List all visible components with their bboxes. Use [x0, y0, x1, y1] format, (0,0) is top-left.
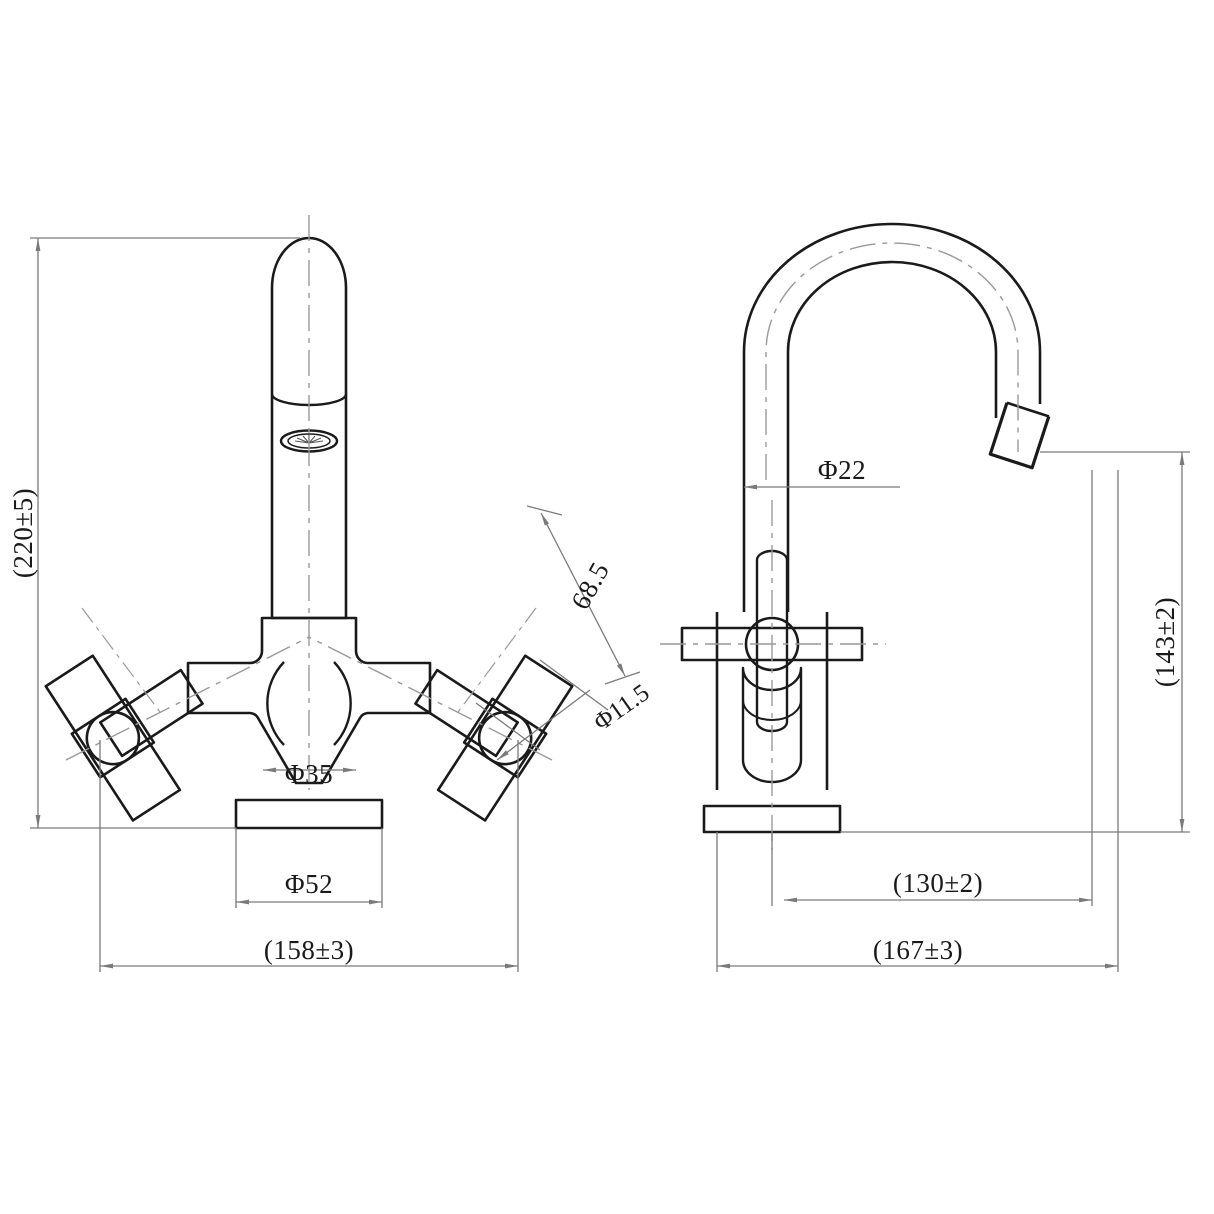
spout-column	[270, 236, 348, 620]
handle-left-cross-bar	[44, 654, 182, 822]
dim-line-685	[540, 512, 626, 677]
dimension-lines	[30, 237, 1190, 972]
handle-right-centerline	[308, 636, 553, 761]
handle-right-hub	[477, 710, 533, 766]
side-view-centerlines	[660, 242, 1019, 850]
spout-tip-band-line	[1006, 401, 1050, 418]
handle-hub-centerlines	[81, 607, 537, 713]
handle-left-hub-centerline	[81, 607, 161, 713]
valve-body-ring	[742, 699, 802, 721]
dim-label-spout-reach: (130±2)	[893, 868, 983, 898]
handle-left-stem	[98, 668, 204, 758]
ext-line-phi115-b	[539, 659, 609, 711]
handle-right-hub-centerline	[457, 607, 537, 713]
dim-line-phi115	[496, 689, 591, 761]
dim-label-overall-width-side: (167±3)	[873, 935, 963, 965]
handle-right-stem	[414, 668, 520, 758]
faucet-body	[186, 616, 432, 785]
dim-label-body-diameter: Φ35	[285, 759, 333, 789]
dim-label-spout-tube-diameter: Φ22	[818, 455, 866, 485]
handle-left-hub	[85, 710, 141, 766]
front-view-centerlines	[65, 215, 553, 790]
dim-label-overall-width-front: (158±3)	[264, 935, 354, 965]
ext-line-phi115-a	[475, 702, 541, 751]
ext-line-685-b	[604, 671, 641, 685]
spout-outer-curve	[742, 222, 1042, 612]
spout-arc-centerline	[765, 242, 1019, 480]
spout-tip	[988, 402, 1051, 470]
base-escutcheon	[234, 798, 384, 830]
front-view-body	[186, 616, 432, 830]
body-arc-left	[266, 661, 285, 746]
body-arc-right	[333, 661, 352, 746]
dim-label-base-diameter: Φ52	[285, 869, 333, 899]
dim-label-spout-height: (143±2)	[1150, 597, 1180, 687]
spout-inner-curve	[786, 260, 998, 612]
dim-label-overall-height: (220±5)	[8, 488, 38, 578]
aerator-screen	[294, 435, 324, 444]
handle-left-centerline	[65, 636, 310, 761]
handle-left	[44, 654, 204, 822]
